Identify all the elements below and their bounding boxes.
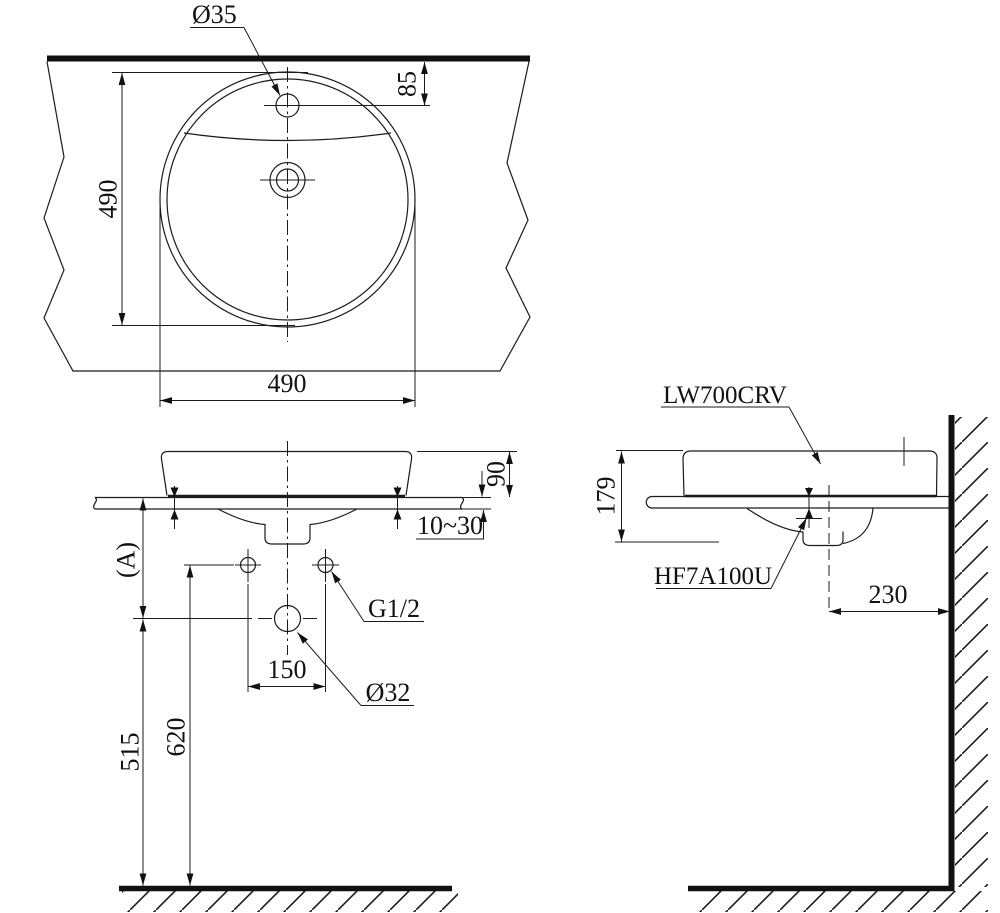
- sink-back-ledge-arc: [183, 132, 392, 142]
- faucet-hole-circle: [275, 93, 300, 118]
- side-counter-outline: [645, 495, 949, 509]
- dim-supply-spacing-150: 150: [247, 584, 326, 692]
- side-floor-hatch: [696, 891, 988, 912]
- sink-front-outline: [160, 450, 413, 496]
- dim-drain-height-515: 515: [116, 619, 147, 886]
- dim-ref-a: (A): [112, 498, 147, 618]
- counter-left-break: [92, 497, 98, 510]
- side-bowl-right-curve: [842, 508, 874, 545]
- side-bowl-underside: [746, 508, 844, 547]
- bowl-underside-outline: [217, 508, 358, 545]
- supply-spacing-value: 150: [268, 655, 307, 684]
- dim-drain-to-wall-230: 230: [829, 580, 950, 615]
- dim-counter-thickness: 10~30: [416, 471, 487, 540]
- faucet-leader-line: [243, 27, 281, 96]
- drain-outer-circle: [269, 161, 306, 199]
- dim-faucet-offset-85: 85: [393, 62, 428, 106]
- drain-hole-front: [133, 604, 317, 633]
- label-fitting: HF7A100U: [654, 517, 807, 590]
- mount-clamp-right: [393, 486, 402, 529]
- supply-hole-left: [235, 549, 261, 582]
- dim-depth-490: 490: [94, 72, 308, 326]
- label-model: LW700CRV: [661, 382, 821, 465]
- sink-side-outline: [682, 450, 938, 497]
- dim-side-height-179: 179: [592, 450, 719, 543]
- leader-line: [788, 406, 821, 465]
- faucet-diameter-label: Ø35: [192, 0, 237, 29]
- side-view: 179 230 LW700CRV HF7A100U: [592, 382, 988, 912]
- leader-line: [331, 571, 365, 622]
- side-wall-hatch: [955, 417, 988, 887]
- dim-supply-height-620: 620: [162, 564, 234, 886]
- drain-height-value: 515: [116, 733, 145, 772]
- supply-height-value: 620: [162, 718, 191, 757]
- faucet-offset-value: 85: [393, 71, 422, 97]
- depth-value: 490: [94, 180, 123, 219]
- drain-to-wall-value: 230: [869, 580, 908, 609]
- plan-view: Ø35 490 85 490: [43, 0, 531, 407]
- width-value: 490: [268, 369, 307, 398]
- side-height-value: 179: [592, 477, 621, 516]
- supply-thread-label: G1/2: [368, 594, 420, 623]
- leader-line: [770, 517, 807, 589]
- supply-hole-right: [312, 549, 339, 582]
- rim-height-value: 90: [482, 461, 511, 487]
- counter-right-break: [459, 497, 465, 510]
- plan-counter-break-outline: [43, 61, 531, 372]
- dim-faucet-diameter: Ø35: [190, 0, 281, 96]
- mount-clamp-left: [170, 486, 179, 529]
- front-floor-hatch: [122, 891, 458, 912]
- drain-diameter-label: Ø32: [366, 678, 411, 707]
- counter-thickness-value: 10~30: [417, 511, 483, 540]
- label-drain-diameter: Ø32: [297, 632, 414, 707]
- ref-a-value: (A): [112, 542, 141, 578]
- label-supply-thread: G1/2: [331, 571, 424, 623]
- model-label: LW700CRV: [663, 382, 787, 409]
- dim-rim-height-90: 90: [417, 451, 517, 497]
- drain-inner-circle: [275, 168, 300, 192]
- fitting-label: HF7A100U: [654, 563, 772, 590]
- front-view: 150 G1/2 Ø32 90 10~30: [92, 441, 517, 912]
- leader-line: [297, 632, 362, 706]
- dim-width-490: 490: [159, 205, 416, 407]
